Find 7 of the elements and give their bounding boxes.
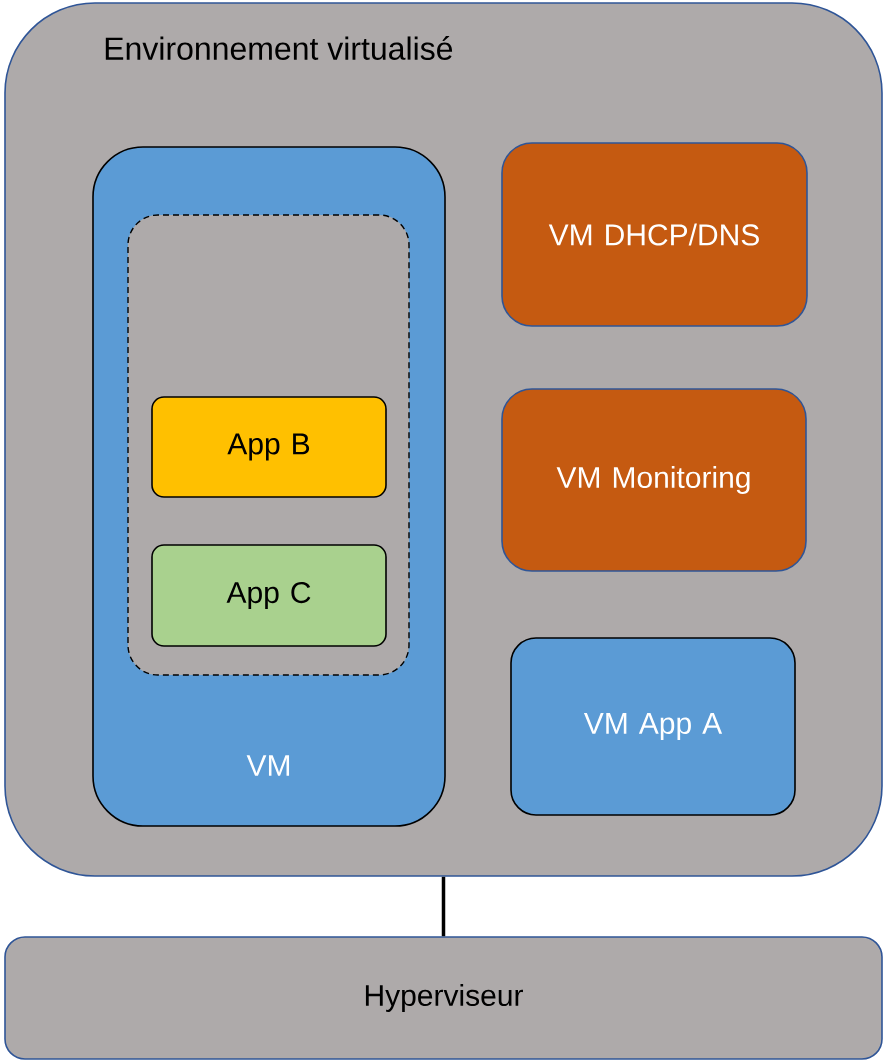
app-box: App B [151,396,387,498]
connector-line [441,876,446,937]
hypervisor-box: Hyperviseur [4,936,883,1060]
vm-box: VM DHCP/DNS [501,142,808,327]
vm-box: VM App A [510,637,796,816]
app-box: App C [151,544,387,647]
vm-box: VM Monitoring [501,388,807,572]
